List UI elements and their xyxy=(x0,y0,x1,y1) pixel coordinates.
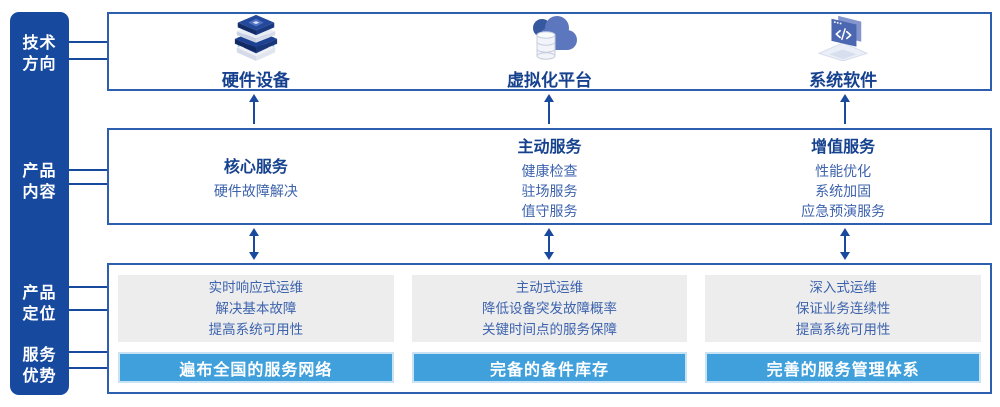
service-item: 硬件故障解决 xyxy=(213,182,298,199)
connector-line xyxy=(69,367,107,369)
service-column-proactive: 主动服务 健康检查 驻场服务 值守服务 xyxy=(403,130,697,223)
connector-line xyxy=(69,351,107,353)
category-sidebar: 技术 方向 产品 内容 产品 定位 服务 优势 xyxy=(10,12,69,395)
positioning-point: 降低设备突发故障概率 xyxy=(482,301,617,317)
connector-line xyxy=(69,41,107,43)
tech-direction-box: 硬件设备 虚拟化平台 xyxy=(107,12,992,91)
service-title: 核心服务 xyxy=(223,158,288,176)
code-window-icon xyxy=(813,13,873,61)
service-item: 值守服务 xyxy=(521,202,578,219)
service-column-value-added: 增值服务 性能优化 系统加固 应急预演服务 xyxy=(696,130,990,223)
service-item: 性能优化 xyxy=(815,162,872,179)
hardware-stack-icon xyxy=(228,13,284,61)
positioning-point: 深入式运维 xyxy=(809,280,877,296)
connector-line xyxy=(69,169,107,171)
sidebar-label-product-content: 产品 内容 xyxy=(22,163,57,201)
positioning-panel: 深入式运维 保证业务连续性 提高系统可用性 xyxy=(705,275,982,343)
positioning-point: 关键时间点的服务保障 xyxy=(482,322,617,338)
connector-line xyxy=(69,286,107,288)
tech-label-virtualization: 虚拟化平台 xyxy=(507,70,592,90)
positioning-panel: 实时响应式运维 解决基本故障 提高系统可用性 xyxy=(118,275,394,343)
positioning-point: 提高系统可用性 xyxy=(795,322,891,338)
double-arrow xyxy=(543,228,555,260)
positioning-column-2: 主动式运维 降低设备突发故障概率 关键时间点的服务保障 完备的备件库存 xyxy=(411,275,688,383)
advantage-banner: 遍布全国的服务网络 xyxy=(118,352,394,383)
service-title: 增值服务 xyxy=(811,138,876,156)
positioning-point: 解决基本故障 xyxy=(215,301,297,317)
positioning-point: 保证业务连续性 xyxy=(795,301,891,317)
double-arrow xyxy=(248,228,260,260)
service-title: 主动服务 xyxy=(517,138,582,156)
service-item: 应急预演服务 xyxy=(801,202,886,219)
positioning-column-1: 实时响应式运维 解决基本故障 提高系统可用性 遍布全国的服务网络 xyxy=(118,275,394,383)
positioning-box: 实时响应式运维 解决基本故障 提高系统可用性 遍布全国的服务网络 主动式运维 降… xyxy=(107,263,992,394)
sidebar-label-service-advantage: 服务 优势 xyxy=(22,347,57,385)
sidebar-label-tech-direction: 技术 方向 xyxy=(22,35,57,73)
product-content-box: 核心服务 硬件故障解决 主动服务 健康检查 驻场服务 值守服务 增值服务 性能优… xyxy=(107,128,992,225)
tech-label-software: 系统软件 xyxy=(809,70,878,90)
positioning-point: 提高系统可用性 xyxy=(208,322,304,338)
positioning-point: 实时响应式运维 xyxy=(208,280,304,296)
advantage-banner: 完善的服务管理体系 xyxy=(705,352,982,383)
service-item: 驻场服务 xyxy=(521,182,578,199)
connector-line xyxy=(69,58,107,60)
service-item: 系统加固 xyxy=(815,182,872,199)
up-arrow xyxy=(543,94,555,124)
tech-column-virtualization: 虚拟化平台 xyxy=(403,13,697,90)
double-arrow xyxy=(839,228,851,260)
service-column-core: 核心服务 硬件故障解决 xyxy=(109,130,403,223)
tech-column-hardware: 硬件设备 xyxy=(109,13,403,90)
positioning-panel: 主动式运维 降低设备突发故障概率 关键时间点的服务保障 xyxy=(411,275,688,343)
service-item: 健康检查 xyxy=(521,162,578,179)
connector-line xyxy=(69,309,107,311)
advantage-banner: 完备的备件库存 xyxy=(411,352,688,383)
positioning-column-3: 深入式运维 保证业务连续性 提高系统可用性 完善的服务管理体系 xyxy=(705,275,982,383)
sidebar-label-product-position: 产品 定位 xyxy=(22,285,57,323)
tech-column-software: 系统软件 xyxy=(696,13,990,90)
cloud-database-icon xyxy=(520,13,580,61)
connector-line xyxy=(69,183,107,185)
positioning-point: 主动式运维 xyxy=(515,280,584,296)
tech-label-hardware: 硬件设备 xyxy=(221,70,290,90)
up-arrow xyxy=(839,94,851,124)
up-arrow xyxy=(248,94,260,124)
